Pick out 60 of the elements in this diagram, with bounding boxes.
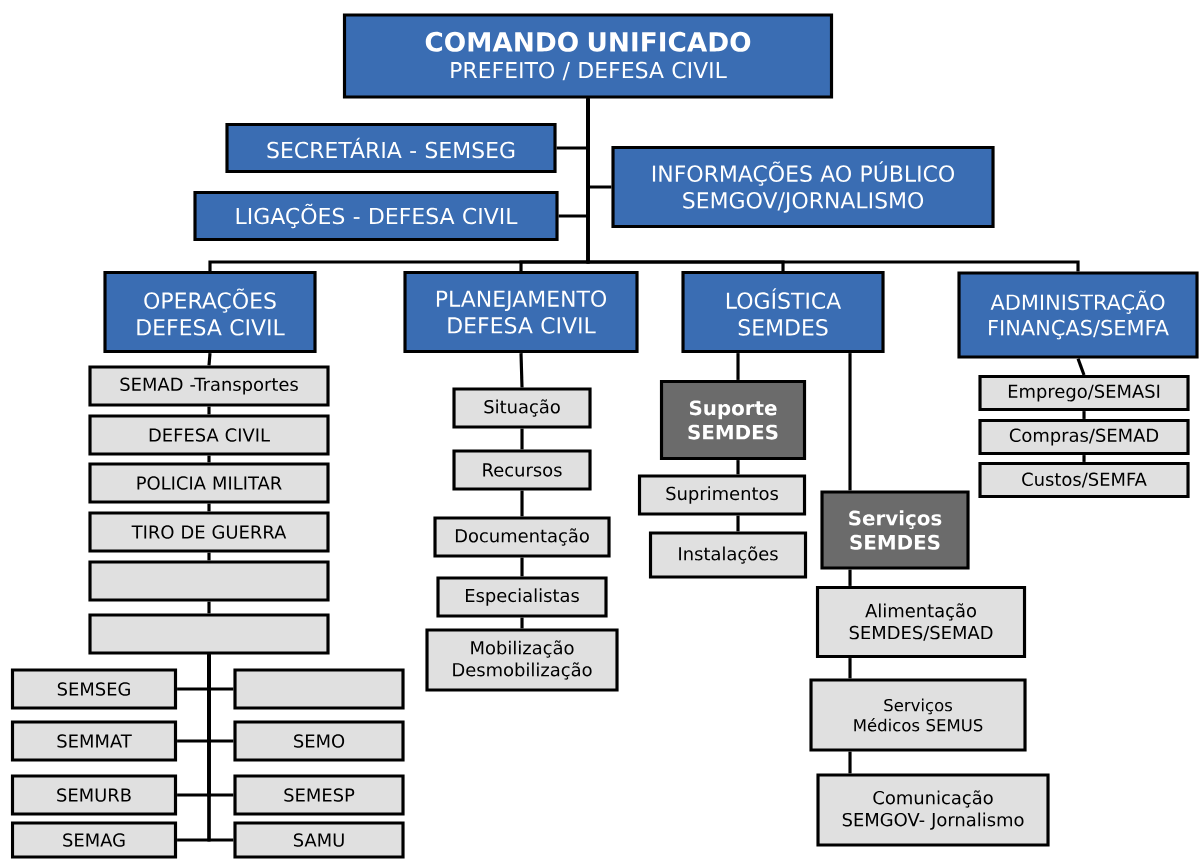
connector-line: [520, 490, 524, 517]
unit-box: SEMURB: [10, 774, 178, 816]
org-box: SECRETÁRIA - SEMSEG: [225, 122, 557, 174]
unit-box: Comunicação SEMGOV- Jornalismo: [816, 773, 1050, 847]
connector-line: [207, 503, 211, 512]
section-box: Serviços SEMDES: [820, 490, 970, 570]
unit-box: SEMAD -Transportes: [88, 365, 330, 407]
connector-line: [520, 557, 524, 577]
org-box: ADMINISTRAÇÃO FINANÇAS/SEMFA: [957, 271, 1199, 359]
org-box: PLANEJAMENTO DEFESA CIVIL: [403, 270, 639, 354]
unit-box: Suprimentos: [637, 474, 807, 516]
unit-box: Serviços Médicos SEMUS: [809, 678, 1027, 752]
org-box: OPERAÇÕES DEFESA CIVIL: [103, 270, 317, 354]
connector-line: [519, 353, 524, 388]
connector-line: [848, 751, 852, 774]
unit-box: [233, 668, 405, 710]
unit-box: SEMSEG: [10, 668, 178, 710]
unit-box: SAMU: [233, 821, 405, 859]
unit-box: [88, 560, 330, 602]
unit-box: SEMAG: [10, 821, 178, 859]
unit-box: Alimentação SEMDES/SEMAD: [815, 585, 1027, 659]
unit-box: [88, 613, 330, 655]
connector-line: [586, 98, 1080, 272]
connector-line: [520, 428, 524, 450]
connector-line: [736, 353, 740, 380]
unit-box: Situação: [452, 387, 592, 429]
connector-line: [736, 515, 740, 532]
connector-line: [207, 552, 211, 561]
unit-box: Especialistas: [436, 576, 608, 618]
connector-line: [1082, 411, 1086, 419]
org-box: LOGÍSTICA SEMDES: [681, 270, 885, 354]
connector-line: [207, 654, 234, 842]
connector-line: [520, 617, 524, 629]
connector-line: [1082, 455, 1086, 462]
unit-box: Compras/SEMAD: [978, 418, 1190, 456]
connector-line: [207, 406, 211, 415]
section-box: Suporte SEMDES: [659, 379, 807, 461]
connector-line: [207, 352, 212, 366]
unit-box: DEFESA CIVIL: [88, 414, 330, 456]
unit-box: Mobilização Desmobilização: [425, 628, 619, 692]
org-box: INFORMAÇÕES AO PÚBLICO SEMGOV/JORNALISMO: [611, 145, 995, 229]
connector-line: [848, 658, 852, 679]
unit-box: SEMO: [233, 720, 405, 762]
unit-box: Emprego/SEMASI: [978, 374, 1190, 412]
connector-line: [1076, 358, 1086, 376]
connector-line: [736, 460, 740, 475]
org-box: COMANDO UNIFICADO PREFEITO / DEFESA CIVIL: [342, 13, 834, 99]
connector-line: [848, 353, 852, 491]
connector-line: [848, 569, 852, 586]
unit-box: SEMMAT: [10, 720, 178, 762]
unit-box: SEMESP: [233, 774, 405, 816]
connector-line: [207, 455, 211, 463]
unit-box: Documentação: [433, 516, 611, 558]
unit-box: Custos/SEMFA: [978, 461, 1190, 499]
unit-box: TIRO DE GUERRA: [88, 511, 330, 553]
unit-box: POLICIA MILITAR: [88, 462, 330, 504]
unit-box: Instalações: [648, 531, 808, 579]
unit-box: Recursos: [452, 449, 592, 491]
org-box: LIGAÇÕES - DEFESA CIVIL: [193, 190, 559, 242]
connector-line: [207, 601, 211, 614]
